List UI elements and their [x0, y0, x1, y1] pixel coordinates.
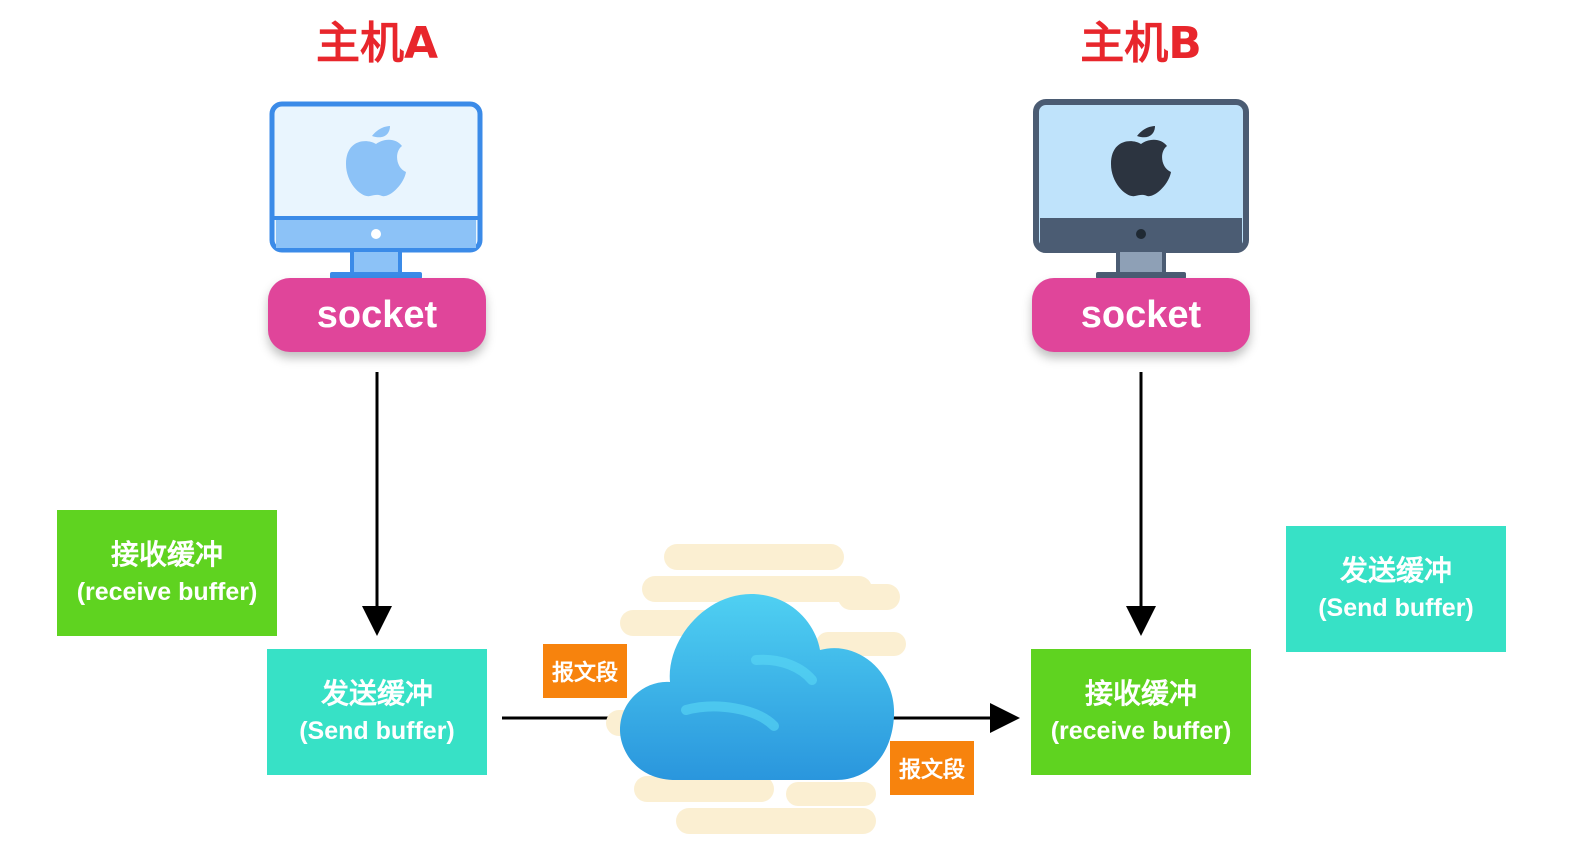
buffer-label-en: (receive buffer)	[76, 578, 258, 606]
host-b-receive-buffer: 接收缓冲 (receive buffer)	[1031, 649, 1251, 775]
buffer-label-cn: 发送缓冲	[1339, 554, 1452, 587]
buffer-label-en: (Send buffer)	[1318, 594, 1474, 622]
segment-label-out: 报文段	[890, 741, 974, 795]
buffer-label-cn: 接收缓冲	[110, 538, 223, 571]
apple-logo-icon	[1111, 126, 1171, 197]
apple-logo-icon	[346, 126, 406, 197]
buffer-label-cn: 接收缓冲	[1084, 677, 1197, 710]
computer-a-icon	[269, 101, 483, 279]
host-a-receive-buffer: 接收缓冲 (receive buffer)	[57, 510, 277, 636]
host-b-socket: socket	[1032, 278, 1250, 352]
host-b-send-buffer: 发送缓冲 (Send buffer)	[1286, 526, 1506, 652]
buffer-label-cn: 发送缓冲	[320, 677, 433, 710]
segment-label-in: 报文段	[543, 644, 627, 698]
host-a-socket: socket	[268, 278, 486, 352]
host-a-send-buffer: 发送缓冲 (Send buffer)	[267, 649, 487, 775]
cloud-icon	[606, 544, 906, 834]
buffer-label-en: (receive buffer)	[1050, 717, 1232, 745]
host-a-title: 主机A	[315, 18, 439, 69]
host-b-title: 主机B	[1080, 18, 1202, 69]
computer-b-icon	[1033, 99, 1249, 279]
buffer-label-en: (Send buffer)	[299, 717, 455, 745]
